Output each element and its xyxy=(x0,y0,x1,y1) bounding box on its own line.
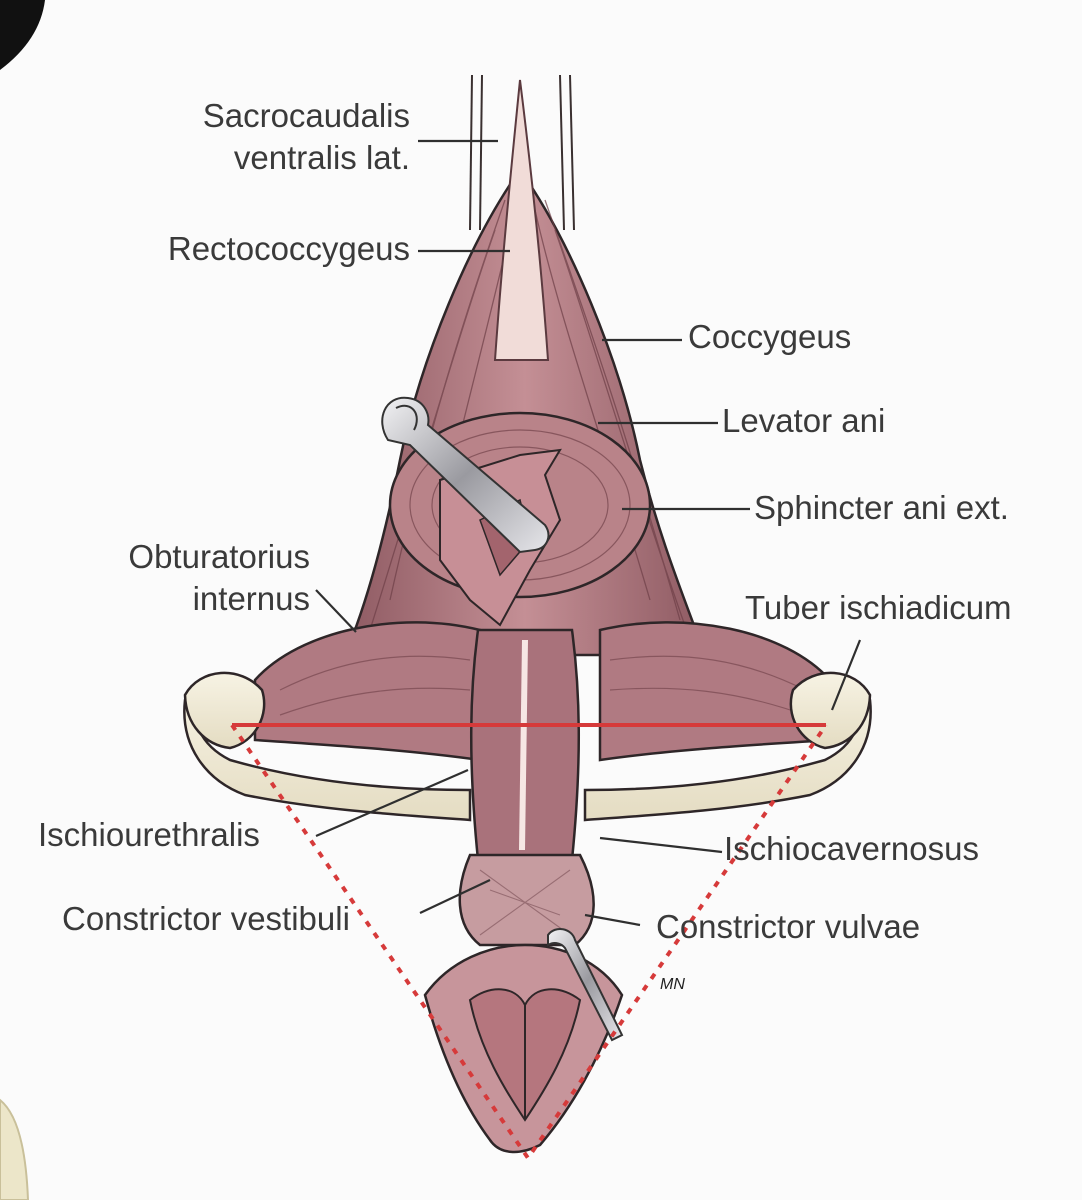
ischium-right xyxy=(583,686,872,822)
edge-bone-fragment xyxy=(0,1098,30,1200)
vestibule-muscle xyxy=(458,853,595,947)
label-tuber-ischiadicum: Tuber ischiadicum xyxy=(745,589,1012,626)
corner-shadow xyxy=(0,0,45,70)
label-sphincter-ani-ext: Sphincter ani ext. xyxy=(754,489,1009,526)
tail-lines xyxy=(469,74,575,231)
leader-lines xyxy=(315,139,862,927)
label-sacrocaudalis-line1: Sacrocaudalis xyxy=(202,97,410,134)
label-constrictor-vulvae: Constrictor vulvae xyxy=(656,908,921,945)
label-obturatorius-internus: Obturatorius internus xyxy=(40,536,310,620)
label-obturatorius-line1: Obturatorius xyxy=(128,538,310,575)
ischium-left-head xyxy=(183,671,266,750)
ischium-left xyxy=(183,686,472,822)
label-levator-ani: Levator ani xyxy=(722,402,886,439)
label-obturatorius-line2: internus xyxy=(192,580,310,617)
ischium-right-head xyxy=(789,671,872,750)
artist-signature: MN xyxy=(660,976,685,993)
surgical-hook-upper xyxy=(381,396,550,554)
label-ischiocavernosus: Ischiocavernosus xyxy=(724,830,979,867)
label-sacrocaudalis-line2: ventralis lat. xyxy=(233,139,410,176)
label-constrictor-vestibuli: Constrictor vestibuli xyxy=(62,900,350,937)
label-rectococcygeus: Rectococcygeus xyxy=(167,230,410,267)
obturatorius-left xyxy=(253,621,482,762)
rectococcygeus-band xyxy=(493,79,550,361)
surgical-hook-lower xyxy=(547,928,624,1042)
label-sacrocaudalis: Sacrocaudalis ventralis lat. xyxy=(110,95,410,179)
label-ischiourethralis: Ischiourethralis xyxy=(38,816,260,853)
label-coccygeus: Coccygeus xyxy=(688,318,852,355)
